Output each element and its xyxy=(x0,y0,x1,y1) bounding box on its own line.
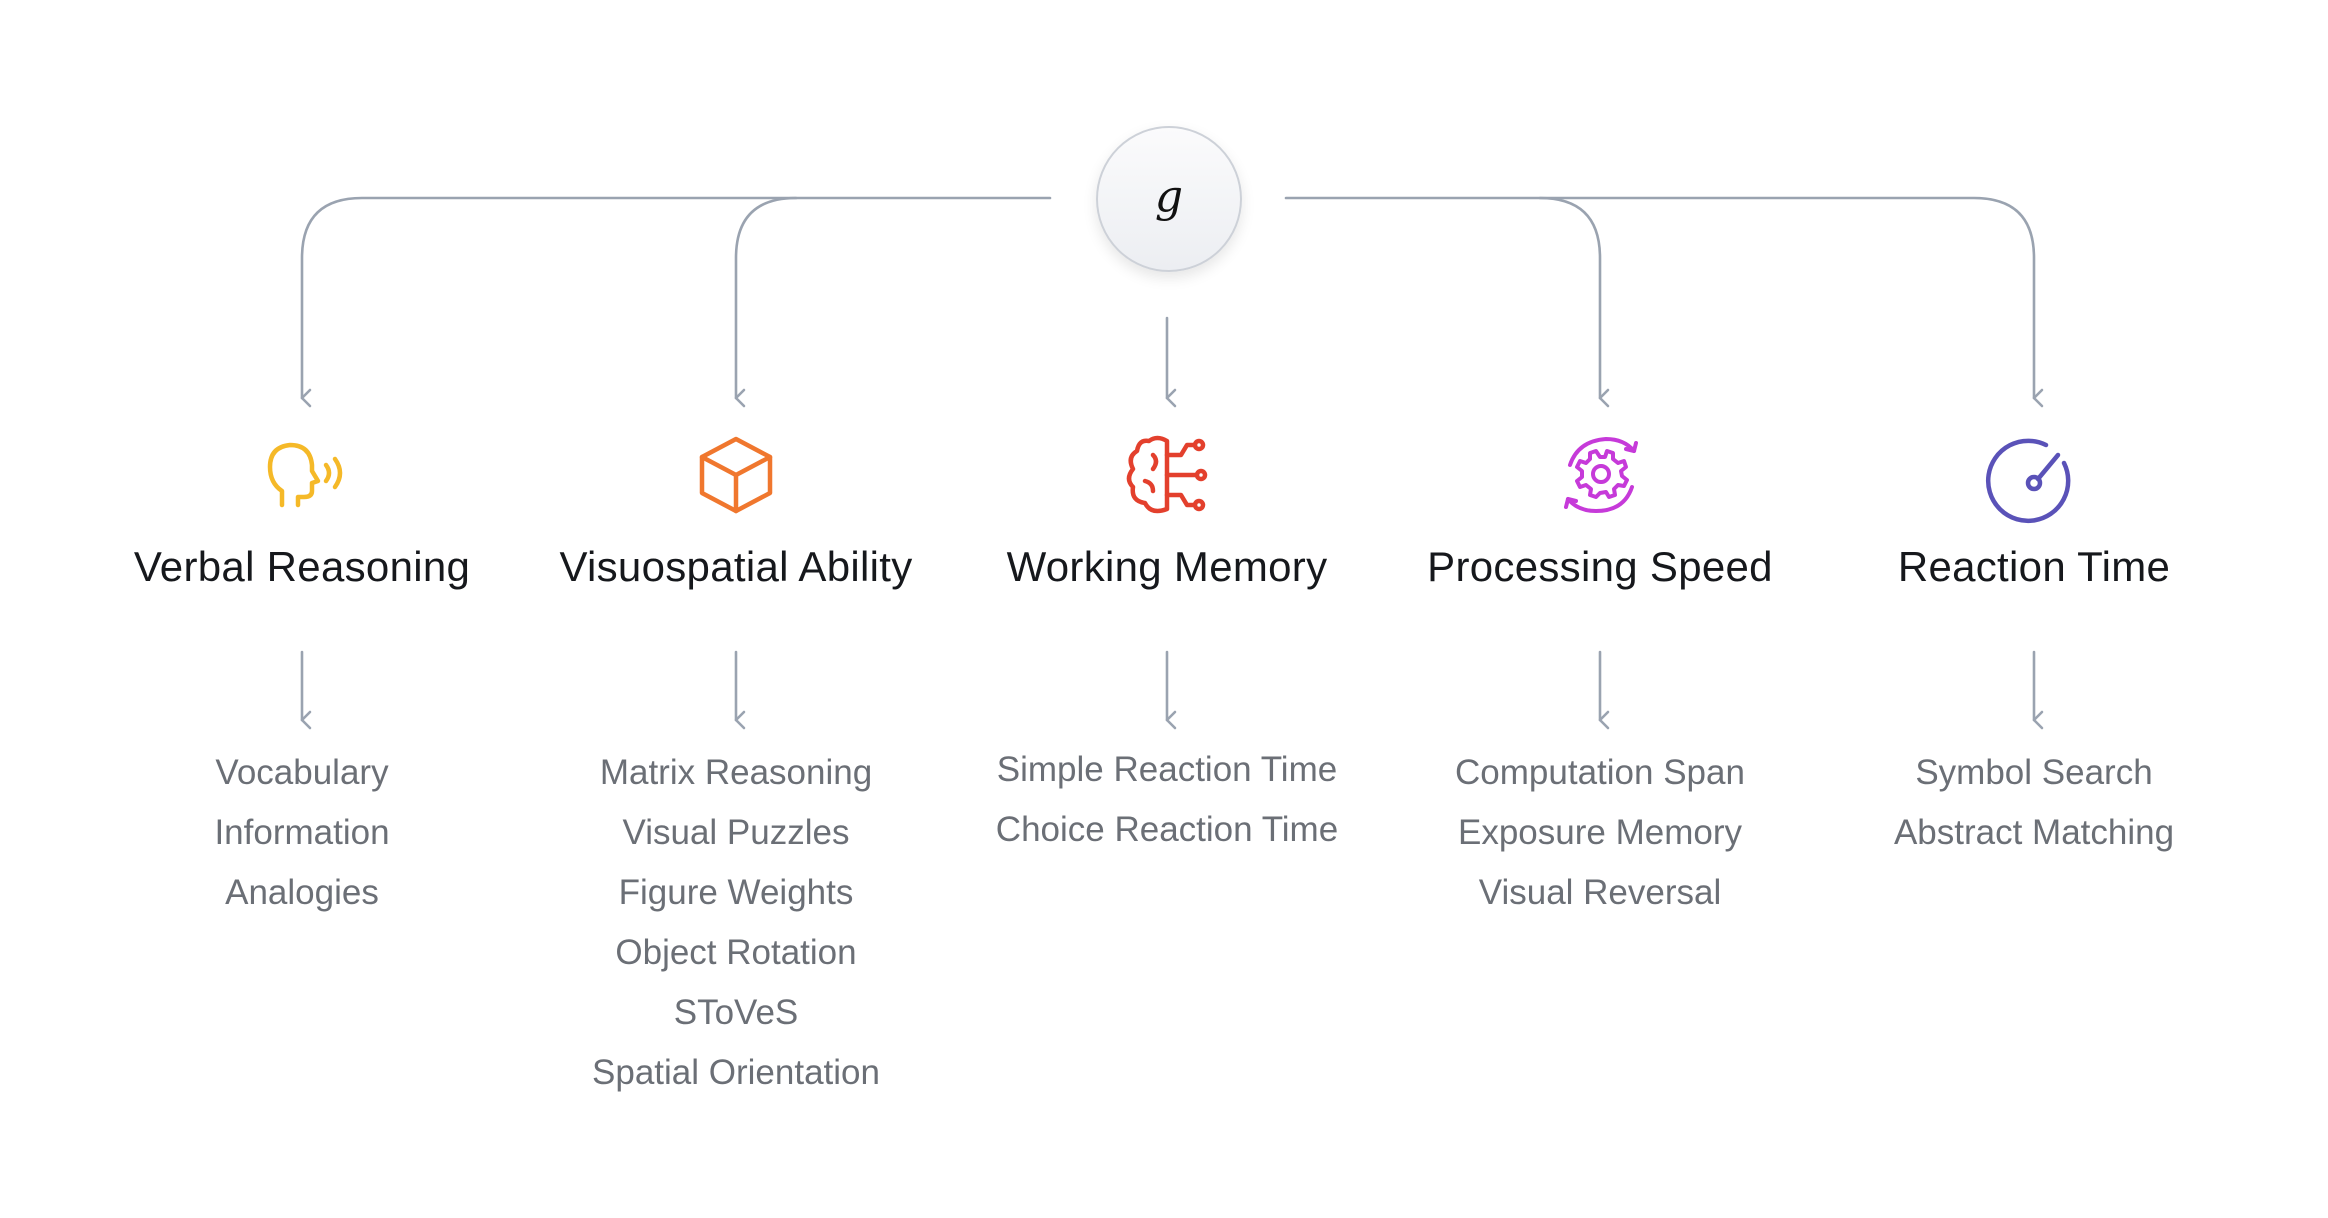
g-factor-node: g xyxy=(1096,126,1242,272)
list-item: Abstract Matching xyxy=(1893,813,2175,852)
test-list: Simple Reaction Time Choice Reaction Tim… xyxy=(952,740,1382,860)
list-item: Computation Span xyxy=(1455,753,1745,792)
connector-to-reaction-time xyxy=(1284,196,2044,408)
factor-title: Reaction Time xyxy=(1897,543,2171,590)
connector-to-visuospatial-ability xyxy=(734,196,798,408)
list-item: Information xyxy=(214,813,390,852)
list-item: Matrix Reasoning xyxy=(599,753,873,792)
list-item: Symbol Search xyxy=(1915,753,2153,792)
brain-circuit-icon xyxy=(1117,425,1217,525)
factor-title: Visuospatial Ability xyxy=(559,543,913,590)
connector-to-processing-speed xyxy=(1538,196,1610,408)
speaking-head-icon xyxy=(252,425,352,525)
gauge-icon xyxy=(1984,425,2084,525)
factor-title: Processing Speed xyxy=(1427,543,1773,590)
list-item: Vocabulary xyxy=(215,753,389,792)
cube-icon xyxy=(686,425,786,525)
factor-title: Working Memory xyxy=(1006,543,1328,590)
list-item: Analogies xyxy=(225,873,379,912)
list-item: SToVeS xyxy=(673,993,799,1032)
test-list: Vocabulary Information Analogies xyxy=(87,743,517,923)
connector-to-verbal-reasoning xyxy=(300,196,1052,408)
list-item: Simple Reaction Time xyxy=(996,750,1338,789)
test-list: Symbol Search Abstract Matching xyxy=(1819,743,2249,863)
test-list: Computation Span Exposure Memory Visual … xyxy=(1385,743,1815,923)
test-list: Matrix Reasoning Visual Puzzles Figure W… xyxy=(521,743,951,1103)
list-item: Visual Reversal xyxy=(1478,873,1722,912)
gear-cycle-icon xyxy=(1550,425,1650,525)
g-factor-label: g xyxy=(1154,170,1184,222)
list-item: Visual Puzzles xyxy=(622,813,850,852)
list-item: Figure Weights xyxy=(618,873,854,912)
list-item: Object Rotation xyxy=(615,933,857,972)
list-item: Choice Reaction Time xyxy=(995,810,1339,849)
list-item: Spatial Orientation xyxy=(592,1053,880,1092)
factor-title: Verbal Reasoning xyxy=(133,543,471,590)
list-item: Exposure Memory xyxy=(1458,813,1742,852)
